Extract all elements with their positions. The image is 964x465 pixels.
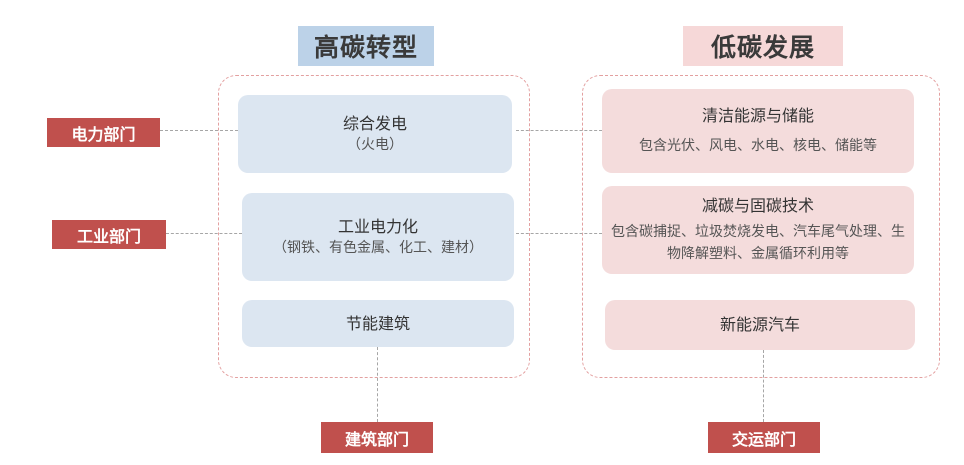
transport-sector-label: 交运部门 (708, 422, 820, 453)
low-carbon-development-title: 低碳发展 (683, 26, 843, 66)
new-energy-vehicle-box: 新能源汽车 (605, 300, 915, 350)
box-main-label: 综合发电 (342, 114, 407, 133)
industry-right-connector (516, 233, 602, 234)
clean-energy-storage-box: 清洁能源与储能 包含光伏、风电、水电、核电、储能等 (602, 89, 914, 173)
box-sub-label: （钢铁、有色金属、化工、建材） (273, 240, 483, 256)
box-main-label: 清洁能源与储能 (701, 106, 814, 125)
industry-sector-label: 工业部门 (52, 220, 166, 249)
power-right-connector (516, 130, 602, 131)
box-description: 包含碳捕捉、垃圾焚烧发电、汽车尾气处理、生物降解塑料、金属循环利用等 (611, 224, 905, 262)
low-carbon-group-frame (582, 75, 940, 378)
transport-connector (763, 350, 764, 422)
combined-power-generation-box: 综合发电 （火电） (238, 95, 512, 173)
high-carbon-transition-title: 高碳转型 (298, 26, 434, 66)
industrial-electrification-box: 工业电力化 （钢铁、有色金属、化工、建材） (242, 193, 514, 281)
box-main-label: 新能源汽车 (719, 315, 800, 334)
carbon-reduction-capture-box: 减碳与固碳技术 包含碳捕捉、垃圾焚烧发电、汽车尾气处理、生物降解塑料、金属循环利… (602, 186, 914, 274)
building-connector (377, 347, 378, 422)
box-main-label: 节能建筑 (345, 313, 410, 333)
box-main-label: 减碳与固碳技术 (701, 196, 814, 215)
power-sector-label: 电力部门 (47, 118, 160, 147)
power-left-connector (160, 130, 238, 131)
building-sector-label: 建筑部门 (321, 422, 433, 453)
industry-left-connector (166, 233, 242, 234)
box-description: 包含光伏、风电、水电、核电、储能等 (639, 138, 877, 154)
box-main-label: 工业电力化 (337, 217, 418, 236)
high-carbon-group-frame (218, 75, 530, 378)
box-sub-label: （火电） (347, 137, 403, 153)
energy-saving-building-box: 节能建筑 (242, 300, 514, 347)
